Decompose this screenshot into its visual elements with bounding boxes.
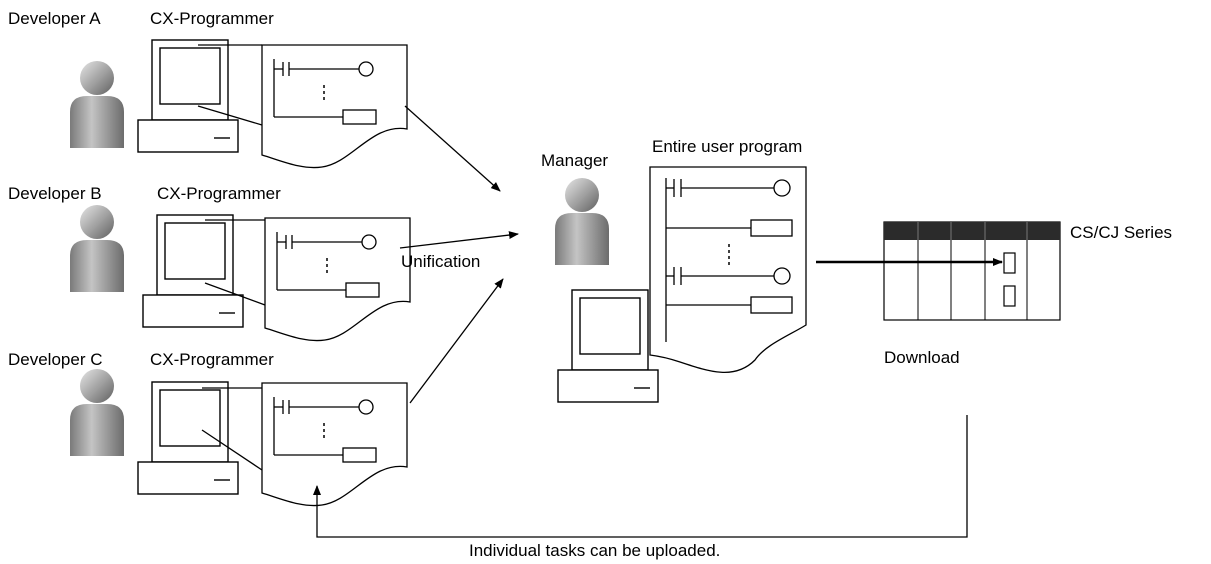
connector-line bbox=[197, 105, 263, 126]
developer-c-group bbox=[70, 369, 408, 507]
computer-icon bbox=[142, 214, 244, 328]
manager-group bbox=[555, 166, 807, 403]
developer-a-label: Developer A bbox=[8, 9, 101, 28]
arrow-b-to-manager bbox=[399, 231, 519, 249]
plc-series-label: CS/CJ Series bbox=[1070, 223, 1173, 242]
ladder-program-icon bbox=[261, 44, 408, 169]
ladder-program-icon bbox=[261, 382, 408, 507]
upload-label: Individual tasks can be uploaded. bbox=[469, 541, 721, 560]
computer-icon bbox=[137, 39, 239, 153]
person-icon bbox=[555, 178, 609, 265]
developer-b-group bbox=[70, 205, 411, 342]
connector-line bbox=[201, 429, 263, 471]
unification-label: Unification bbox=[401, 252, 481, 271]
plc-rack-icon bbox=[883, 221, 1061, 321]
arrow-c-to-manager bbox=[409, 278, 504, 404]
download-label: Download bbox=[884, 348, 960, 367]
developer-a-group bbox=[70, 39, 408, 169]
person-icon bbox=[70, 369, 124, 456]
developer-c-label: Developer C bbox=[8, 350, 103, 369]
entire-program-label: Entire user program bbox=[652, 137, 803, 156]
developer-b-label: Developer B bbox=[8, 184, 102, 203]
developer-b-tool-label: CX-Programmer bbox=[157, 184, 281, 203]
ladder-program-icon bbox=[264, 217, 411, 342]
person-icon bbox=[70, 61, 124, 148]
developer-a-tool-label: CX-Programmer bbox=[150, 9, 274, 28]
connector-line bbox=[204, 282, 266, 306]
computer-icon bbox=[137, 381, 239, 495]
computer-icon bbox=[557, 289, 659, 403]
arrow-a-to-manager bbox=[404, 105, 501, 192]
person-icon bbox=[70, 205, 124, 292]
entire-program-sheet bbox=[649, 166, 807, 373]
manager-label: Manager bbox=[541, 151, 609, 170]
developer-c-tool-label: CX-Programmer bbox=[150, 350, 274, 369]
upload-arrow bbox=[313, 415, 968, 538]
